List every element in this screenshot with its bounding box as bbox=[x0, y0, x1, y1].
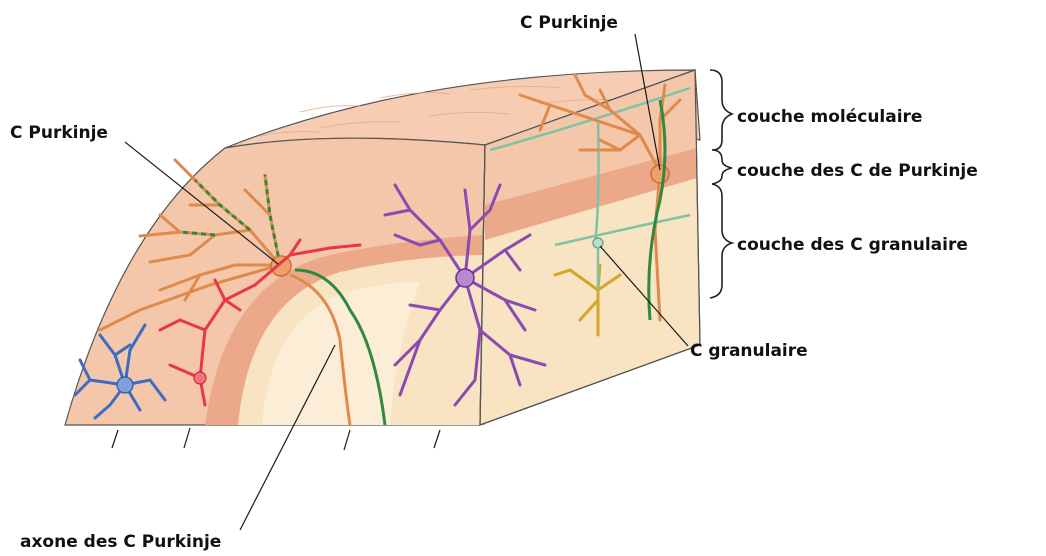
purkinje-soma-front bbox=[271, 256, 291, 276]
label-molecular-layer: couche moléculaire bbox=[737, 107, 922, 127]
basket-soma bbox=[194, 372, 206, 384]
label-purkinje-layer: couche des C de Purkinje bbox=[737, 161, 978, 181]
label-granule-cell: C granulaire bbox=[690, 341, 808, 361]
label-purkinje-top: C Purkinje bbox=[520, 13, 618, 33]
golgi-soma bbox=[456, 269, 474, 287]
label-granular-layer: couche des C granulaire bbox=[737, 235, 968, 255]
granule-soma bbox=[593, 238, 603, 248]
label-purkinje-left: C Purkinje bbox=[10, 123, 108, 143]
stellate-soma bbox=[117, 377, 133, 393]
layer-bracket bbox=[710, 70, 732, 298]
label-purkinje-axon: axone des C Purkinje bbox=[20, 532, 221, 552]
